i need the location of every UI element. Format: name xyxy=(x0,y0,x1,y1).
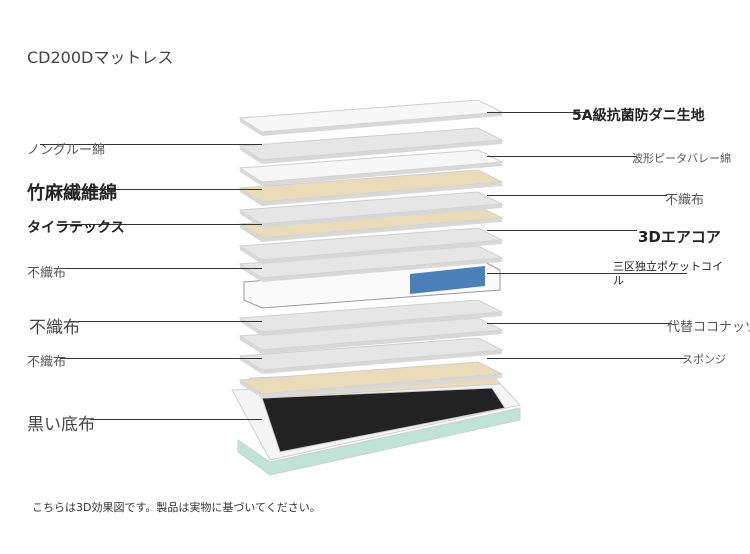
label-wave-cotton: 波形ピータバレー綿 xyxy=(632,152,731,165)
label-pocket-coil: 三区独立ポケットコイル xyxy=(613,260,723,287)
layer-edge xyxy=(240,162,502,186)
leader-line xyxy=(487,112,587,113)
leader-line xyxy=(60,189,262,190)
layer-edge xyxy=(240,182,502,206)
layer-edge xyxy=(240,258,502,282)
leader-line xyxy=(487,273,687,274)
label-nonwoven-1: 不織布 xyxy=(27,266,67,281)
label-black-bottom-fabric: 黒い底布 xyxy=(27,415,95,435)
leader-line xyxy=(487,358,687,359)
footnote: こちらは3D効果図です。製品は実物に基づいてください。 xyxy=(32,501,321,514)
layer-edge xyxy=(240,312,502,336)
label-nonwoven-2: 不織布 xyxy=(29,318,80,338)
label-3d-air-core: 3Dエアコア xyxy=(638,228,721,246)
leader-line xyxy=(487,230,637,231)
layer-edge xyxy=(240,112,502,136)
leader-line xyxy=(90,419,262,420)
leader-line xyxy=(60,224,262,225)
layer-edge xyxy=(240,218,502,242)
leader-line xyxy=(487,195,667,196)
label-antibacterial-fabric: 5A級抗菌防ダニ生地 xyxy=(572,108,705,124)
leader-line xyxy=(40,144,262,145)
leader-line xyxy=(60,358,262,359)
coil-zone-highlight xyxy=(410,266,485,294)
page-title: CD200Dマットレス xyxy=(27,48,174,67)
leader-line xyxy=(487,156,637,157)
layer-edge xyxy=(240,240,502,264)
label-sponge: スポンジ xyxy=(682,353,726,366)
label-coconut-substitute: 代替ココナッツ xyxy=(667,320,750,335)
black-bottom-fabric xyxy=(261,387,506,453)
label-bamboo-fiber: 竹麻繊維綿 xyxy=(27,183,117,204)
leader-line xyxy=(60,268,262,269)
layer-edge xyxy=(240,374,502,398)
label-nonwoven-3: 不織布 xyxy=(27,355,67,370)
layer-edge xyxy=(240,350,502,374)
layer-edge xyxy=(240,140,502,164)
leader-line xyxy=(70,321,262,322)
layer-edge xyxy=(240,204,502,228)
label-nonwoven-right: 不織布 xyxy=(665,193,705,208)
label-non-glue-cotton: ノングルー綿 xyxy=(27,143,106,158)
layer-edge xyxy=(240,330,502,354)
base-frame-edge xyxy=(237,407,521,476)
label-thai-latex: タイラテックス xyxy=(27,220,125,236)
leader-line xyxy=(487,323,672,324)
